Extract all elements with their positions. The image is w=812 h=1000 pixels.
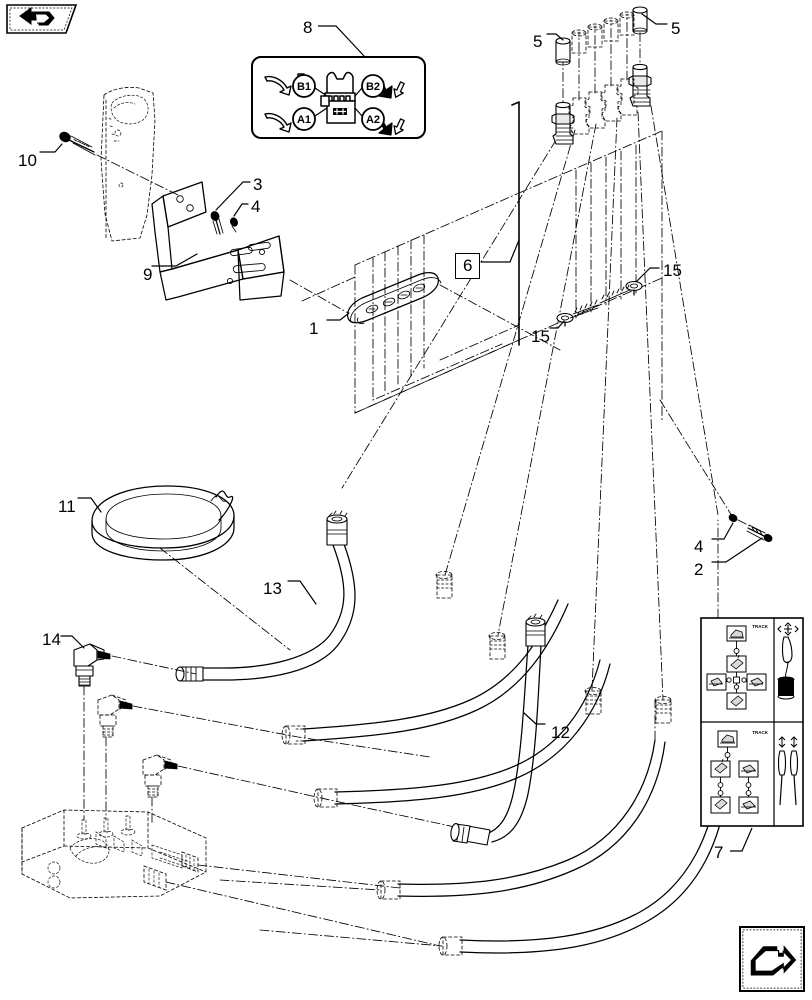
leader-2 (711, 537, 763, 563)
part-4-washer-right (728, 513, 738, 523)
decal7-brand-top: TRACK (752, 624, 768, 629)
callout-mounting-bracket: 9 (143, 265, 153, 284)
part-13-hydraulic-hose (175, 510, 356, 682)
reference-line-6 (511, 101, 520, 346)
nav-next-page-icon[interactable] (739, 926, 805, 992)
callout-hydraulic-hose: 12 (551, 723, 570, 742)
axis-valve-c (197, 864, 401, 889)
hose-end-ferrules (435, 571, 672, 724)
part-9-mounting-bracket (151, 181, 285, 301)
joystick-icon (777, 622, 799, 700)
part-15-cable-clamp-left (556, 299, 599, 327)
arrow-up-left-icon (19, 7, 55, 26)
coupler-rear (628, 63, 652, 107)
axis-11 (159, 547, 291, 651)
callout-coupler-mounting-plate: 1 (309, 319, 319, 338)
boxed-callout-coupler-block-reference: 6 (455, 253, 481, 279)
callout-control-pattern-decal: 7 (714, 843, 724, 862)
decal8-port-a2: A2 (366, 114, 380, 126)
decal8-port-a1: A1 (297, 114, 311, 126)
callout-hose-retaining-strap: 11 (58, 497, 76, 516)
assembly-axes (341, 11, 719, 701)
callout-cable-clamp: 15 (531, 327, 550, 346)
control-valve-block-phantom (21, 809, 207, 899)
cab-post-phantom (100, 87, 156, 242)
part-14-elbow-fitting (73, 643, 111, 687)
axis-port-lower (177, 765, 479, 833)
valve-port-elbow-upper (97, 694, 133, 738)
leader-12 (523, 712, 546, 725)
axis-hose-d (259, 929, 443, 947)
axis-1-right (439, 284, 561, 351)
axis-hose-c (219, 879, 381, 891)
twin-lever-icon (777, 736, 799, 806)
part-12-hydraulic-hose (450, 613, 546, 846)
leader-3 (215, 181, 251, 211)
axis-14 (111, 655, 197, 675)
leader-6 (480, 239, 520, 263)
axis-2 (659, 399, 733, 517)
leader-9 (151, 253, 198, 267)
part-7-control-pattern-decal: TRACK (700, 617, 804, 827)
leader-15b (636, 267, 660, 282)
axis-10 (96, 154, 181, 197)
leader-1 (326, 312, 350, 321)
axis-2b (737, 519, 761, 532)
leader-5b (641, 13, 668, 25)
part-10-cap-screw (59, 131, 96, 156)
part-11-retaining-strap (91, 485, 235, 561)
callout-hex-flange-screw: 3 (253, 175, 263, 194)
decal7-brand-bottom: TRACK (752, 730, 768, 735)
leader-5a (546, 33, 564, 41)
callout-cap-screw: 10 (18, 151, 37, 170)
callout-port-identification-decal: 8 (303, 18, 313, 37)
callout-dust-cap: 5 (671, 19, 681, 38)
callout-washer: 4 (251, 197, 261, 216)
axis-port-upper (132, 705, 431, 758)
part-8-port-identification-decal: B1 A1 B2 A2 (251, 56, 426, 139)
callout-cap-screw: 2 (694, 560, 704, 579)
axis-1-left (289, 279, 349, 314)
part-15-cable-clamp-right (599, 280, 643, 304)
callout-cable-clamp: 15 (663, 261, 682, 280)
part-3-screw (210, 211, 224, 235)
valve-port-elbow-lower (142, 754, 178, 798)
callout-dust-cap: 5 (533, 32, 543, 51)
leader-4b (711, 522, 734, 540)
callout-elbow-fitting: 14 (42, 630, 61, 649)
leader-10 (39, 143, 63, 153)
arrow-up-right-icon (750, 945, 797, 976)
leader-4a (233, 203, 249, 217)
decal8-port-b1: B1 (297, 81, 311, 93)
part-1-mounting-plate (346, 271, 442, 325)
part-2-cap-screw (746, 524, 773, 543)
leader-11 (77, 497, 102, 513)
nav-prev-page-icon[interactable] (6, 4, 80, 34)
callout-hydraulic-hose: 13 (263, 579, 282, 598)
leader-15a (549, 320, 565, 329)
part-4-washer (230, 217, 238, 233)
decal8-port-b2: B2 (366, 81, 380, 93)
coupler-hidden-group (568, 78, 639, 135)
leader-14 (60, 635, 85, 649)
axis-valve-d (165, 881, 441, 947)
callout-washer: 4 (694, 537, 704, 556)
leader-13 (287, 580, 317, 605)
hose-routing-group (281, 599, 729, 956)
